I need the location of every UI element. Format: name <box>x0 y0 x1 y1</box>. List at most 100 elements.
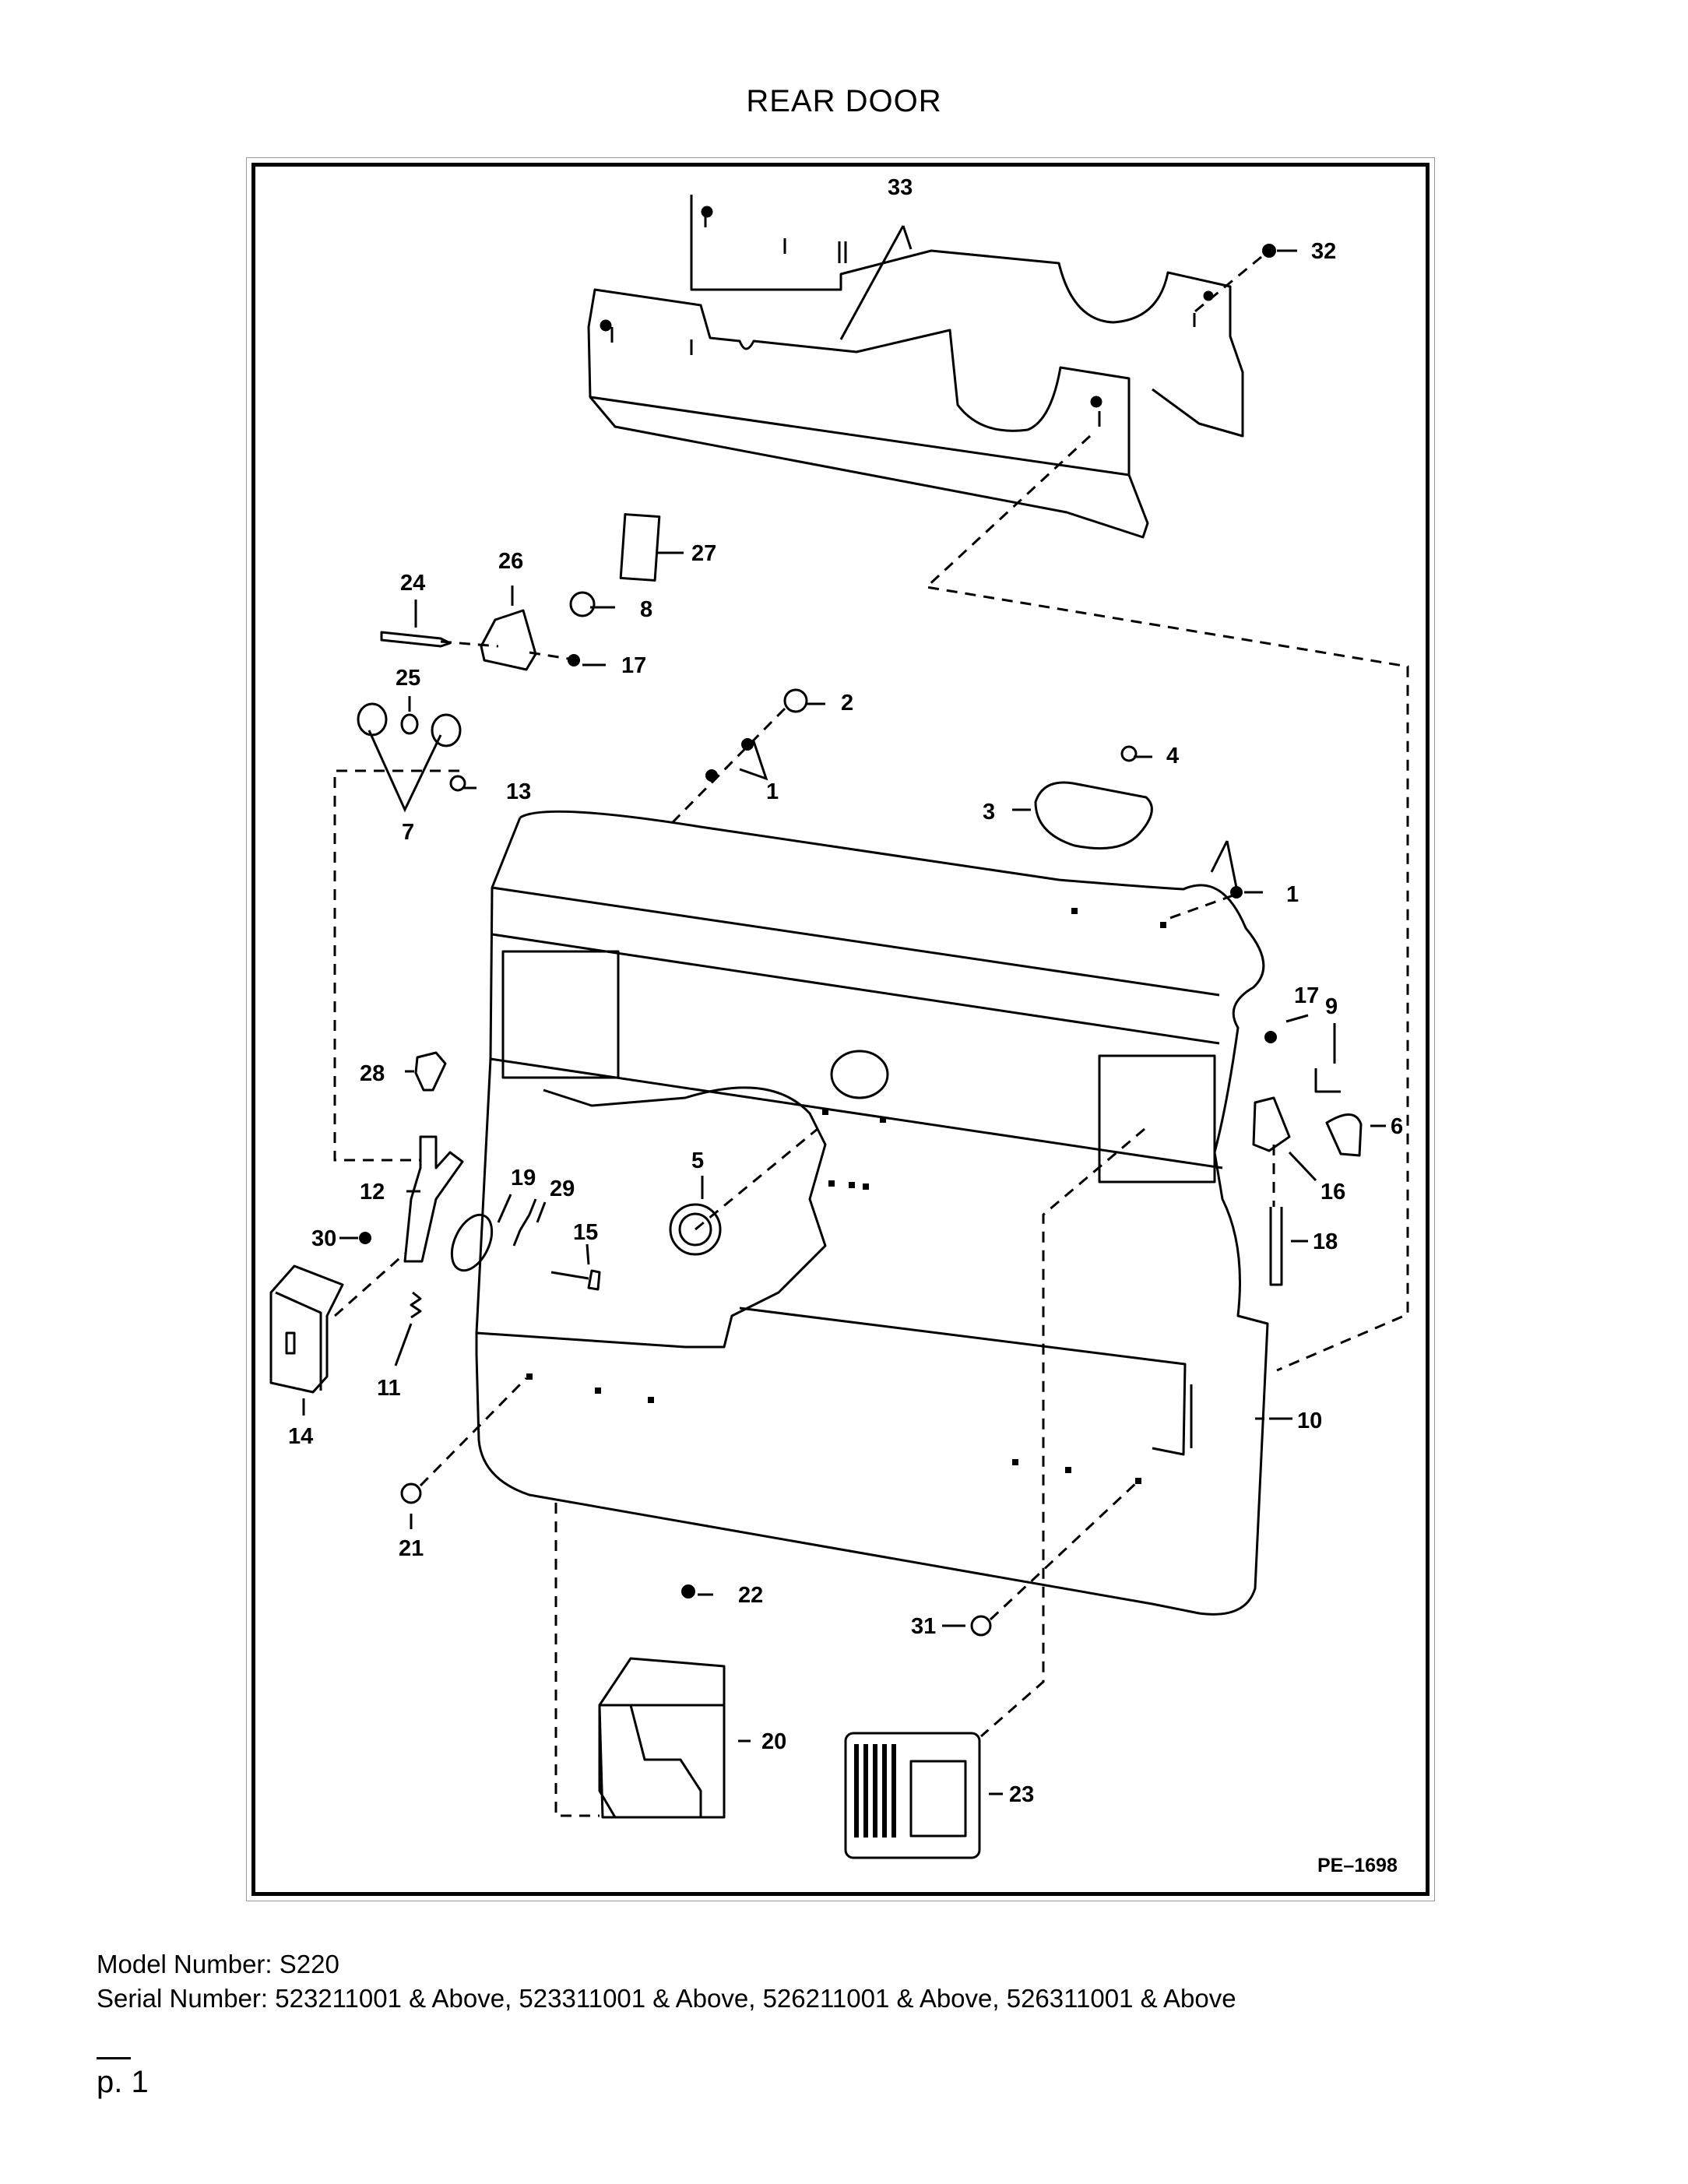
callout-17-upper: 17 <box>621 653 646 678</box>
callout-25: 25 <box>396 666 420 691</box>
callout-23: 23 <box>1009 1782 1034 1807</box>
door-front-face <box>739 1307 1193 1456</box>
nut-part-17-upper <box>568 654 580 666</box>
callout-28: 28 <box>360 1061 385 1086</box>
dash-bracket-14 <box>334 1252 406 1317</box>
bracket-part-14 <box>269 1264 344 1394</box>
dash-bolt-31 <box>989 1481 1138 1621</box>
dash-grille <box>980 1127 1145 1738</box>
callout-4: 4 <box>1166 744 1179 768</box>
dash-panel-to-door <box>923 434 1409 1372</box>
handle-part-28 <box>414 1051 447 1092</box>
panel-holes <box>610 215 1196 427</box>
page-number: p. 1 <box>97 2065 149 2099</box>
callout-27: 27 <box>691 541 716 566</box>
grille-part-23 <box>844 1732 981 1859</box>
callout-21: 21 <box>399 1536 424 1561</box>
callout-2: 2 <box>841 691 853 716</box>
diagram-frame-border <box>251 163 1430 1896</box>
callout-33: 33 <box>888 175 913 200</box>
bolt-part-15 <box>550 1269 601 1291</box>
hinge-part-16 <box>1252 1096 1291 1152</box>
spacer-part-25 <box>400 713 419 735</box>
roller-part-7-left <box>357 702 388 737</box>
nut-part-32 <box>1262 244 1276 258</box>
callout-29: 29 <box>550 1176 575 1201</box>
plate-part-27 <box>619 513 661 582</box>
callout-17-lower: 17 <box>1294 983 1319 1008</box>
nut-part-1-upper <box>741 738 754 751</box>
door-left-edge <box>475 817 522 1334</box>
callout-1-right: 1 <box>1286 882 1299 907</box>
door-tear-edge <box>543 1086 827 1349</box>
dash-left-assembly <box>333 769 459 1162</box>
callout-9: 9 <box>1325 994 1338 1019</box>
callout-15: 15 <box>573 1220 598 1245</box>
bracket-part-26 <box>480 609 537 671</box>
rear-panel-front <box>587 288 1149 539</box>
callout-3: 3 <box>983 800 995 825</box>
callout-10: 10 <box>1297 1409 1322 1433</box>
bolt-part-31 <box>970 1615 992 1637</box>
box-part-20 <box>598 1657 726 1819</box>
page-separator <box>97 2057 131 2059</box>
screw-part-4 <box>1120 745 1138 762</box>
nut-part-22 <box>681 1584 695 1598</box>
dash-nut-32 <box>1190 255 1262 316</box>
screw-part-13 <box>449 775 466 792</box>
page-title: REAR DOOR <box>746 84 942 118</box>
rear-door-body <box>475 810 1269 1616</box>
door-upper-band <box>490 886 1223 1169</box>
callout-24: 24 <box>400 571 425 596</box>
callout-18: 18 <box>1313 1229 1338 1254</box>
rear-panel-front-lip <box>589 396 1130 477</box>
door-right-window <box>1098 1054 1216 1183</box>
bolt-part-21 <box>400 1482 422 1504</box>
latch-part-6 <box>1325 1113 1363 1157</box>
nut-part-30 <box>359 1232 371 1244</box>
callout-19: 19 <box>511 1166 536 1190</box>
bolt-part-24 <box>380 631 452 648</box>
model-number: Model Number: S220 <box>97 1950 339 1978</box>
door-knob-hole <box>830 1050 889 1099</box>
dash-bolt-21 <box>419 1377 528 1487</box>
callout-31: 31 <box>911 1614 936 1639</box>
callout-32: 32 <box>1311 239 1336 264</box>
callout-30: 30 <box>311 1226 336 1251</box>
callout-1-upper: 1 <box>766 779 779 804</box>
callout-26: 26 <box>498 549 523 574</box>
bracket-part-9 <box>1314 1068 1341 1093</box>
callout-16: 16 <box>1321 1180 1345 1205</box>
drawing-id: PE–1698 <box>1317 1855 1398 1876</box>
rear-panel-back <box>690 195 1244 438</box>
washer-part-8 <box>569 591 596 617</box>
serial-number: Serial Number: 523211001 & Above, 523311… <box>97 1984 1236 2013</box>
dash-bolts-26 <box>440 640 569 660</box>
plate-part-3 <box>1034 781 1153 850</box>
nut-part-17-lower <box>1264 1031 1277 1043</box>
callout-8: 8 <box>640 597 652 622</box>
rear-panel-back-slot <box>838 241 847 263</box>
callout-11: 11 <box>377 1376 401 1401</box>
callout-7: 7 <box>402 820 414 845</box>
cam-part-19 <box>450 1213 494 1272</box>
dash-box <box>554 1503 600 1817</box>
lever-part-12 <box>403 1135 464 1263</box>
pin-part-18 <box>1269 1207 1283 1286</box>
roller-part-7-right <box>431 713 462 747</box>
callout-12: 12 <box>360 1180 385 1205</box>
grommet-part-2 <box>783 688 808 713</box>
callout-5: 5 <box>691 1148 704 1173</box>
callout-13: 13 <box>506 779 531 804</box>
dash-knob <box>695 1127 818 1231</box>
spring-part-11 <box>410 1291 422 1319</box>
dash-grommet <box>668 707 786 827</box>
door-left-window <box>501 950 620 1079</box>
callout-6: 6 <box>1391 1114 1403 1139</box>
spring-part-29 <box>512 1198 537 1247</box>
callout-22: 22 <box>738 1583 763 1608</box>
diagram-frame <box>246 157 1435 1901</box>
callout-20: 20 <box>761 1729 786 1754</box>
callout-14: 14 <box>288 1424 313 1449</box>
